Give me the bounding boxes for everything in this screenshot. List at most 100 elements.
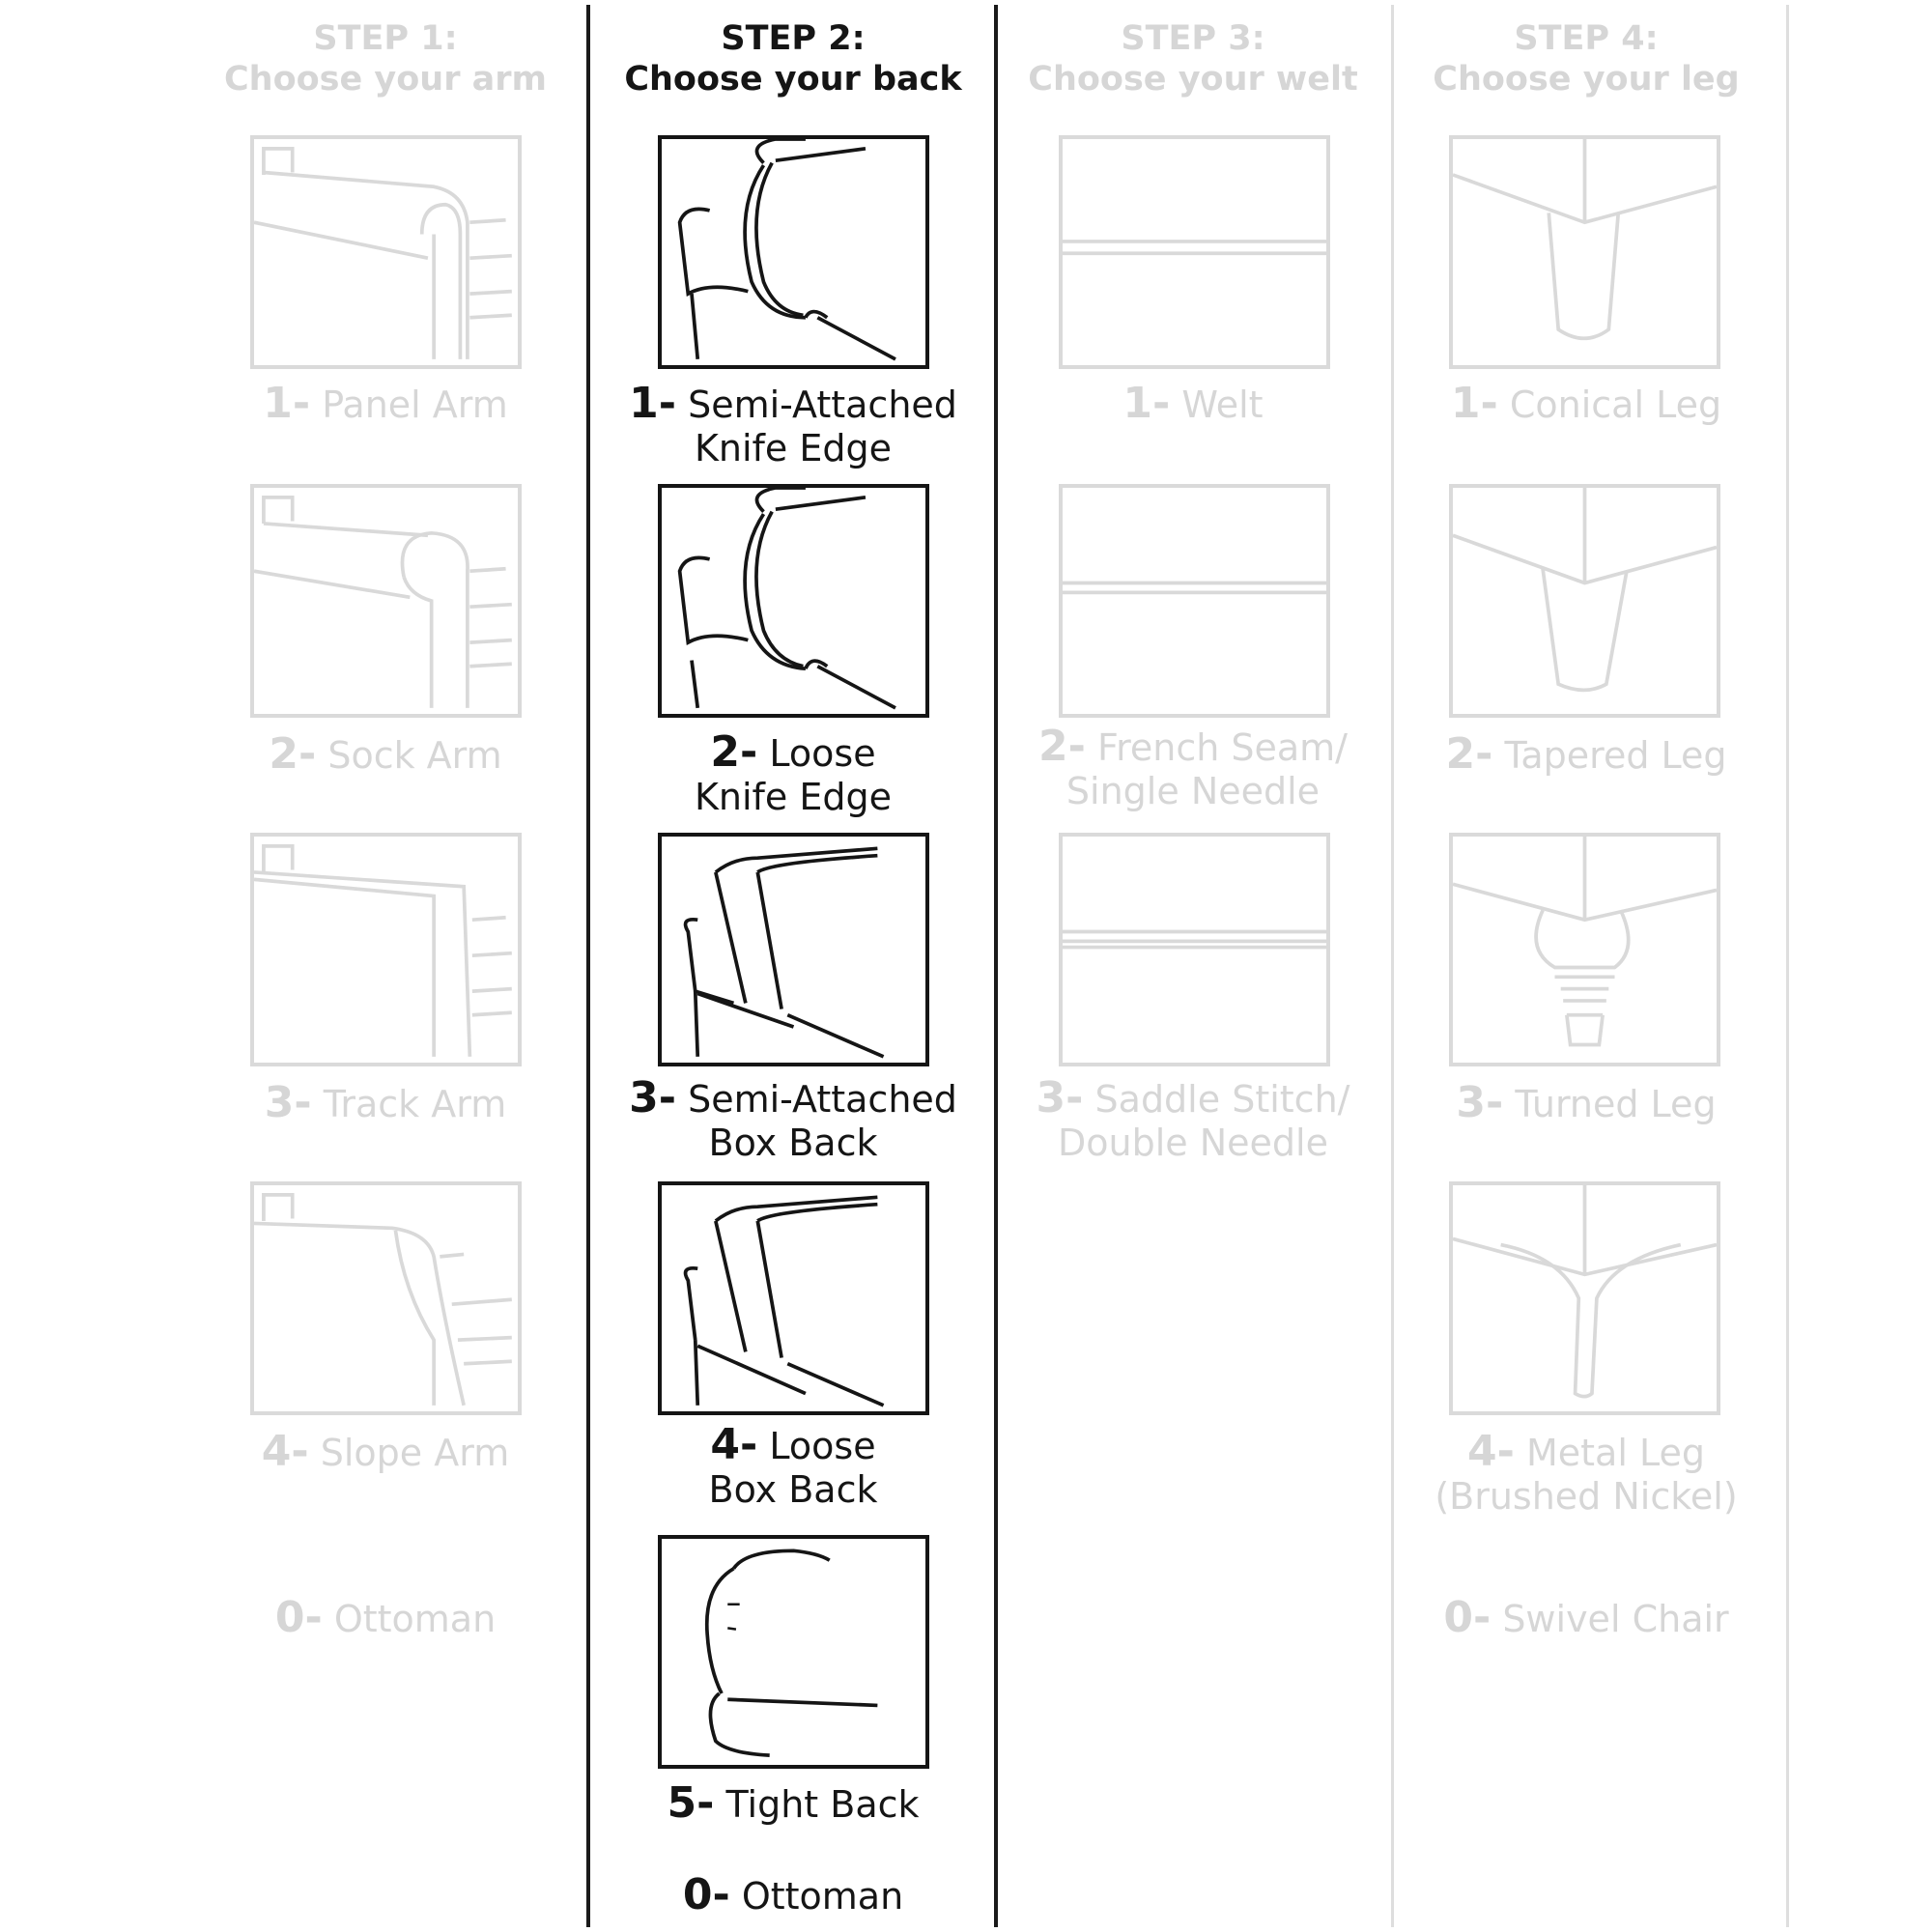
option-text: Knife Edge xyxy=(694,427,893,469)
option-text: Semi-Attached xyxy=(688,384,957,426)
option-text: Ottoman xyxy=(741,1875,904,1918)
loose-box-back-icon xyxy=(683,1195,885,1407)
conical-leg-icon xyxy=(1453,139,1717,341)
option-number: 2- xyxy=(1038,722,1086,771)
option-thumbnail-loose-knife-edge[interactable] xyxy=(658,484,929,718)
option-label-line: Box Back xyxy=(629,1122,957,1165)
option-label-line: 4- Slope Arm xyxy=(262,1430,509,1475)
option-number: 3- xyxy=(264,1078,312,1127)
option-number: 5- xyxy=(667,1778,715,1828)
option-number: 1- xyxy=(1122,379,1171,428)
metal-leg-icon xyxy=(1453,1185,1717,1399)
option-text: Metal Leg xyxy=(1525,1432,1705,1474)
option-thumbnail-sock-arm[interactable] xyxy=(250,484,522,718)
option-label-ottoman[interactable]: 0- Ottoman xyxy=(683,1873,903,1918)
option-label-line: 1- Conical Leg xyxy=(1451,382,1721,427)
option-number: 2- xyxy=(1445,729,1493,779)
option-thumbnail-panel-arm[interactable] xyxy=(250,135,522,369)
step-4-heading-line-1: STEP 4: xyxy=(1514,19,1659,58)
option-label-line: Knife Edge xyxy=(695,776,892,819)
option-label-line: 3- Track Arm xyxy=(265,1081,506,1126)
option-label-line: Double Needle xyxy=(1037,1122,1350,1165)
option-thumbnail-conical-leg[interactable] xyxy=(1449,135,1720,369)
option-text: Single Needle xyxy=(1065,770,1321,812)
option-number: 4- xyxy=(261,1427,309,1476)
option-text: Box Back xyxy=(708,1468,878,1511)
option-label-line: 4- Loose xyxy=(709,1423,878,1468)
option-thumbnail-metal-leg-brushed-nickel[interactable] xyxy=(1449,1181,1720,1415)
slope-arm-icon xyxy=(254,1193,512,1406)
option-label-line: 1- Semi-Attached xyxy=(629,382,957,427)
option-text: Box Back xyxy=(708,1122,878,1164)
option-thumbnail-semi-attached-box-back[interactable] xyxy=(658,833,929,1066)
option-label-sock-arm[interactable]: 2- Sock Arm xyxy=(269,732,501,778)
option-text: Tight Back xyxy=(725,1783,920,1826)
semi-attached-knife-edge-icon xyxy=(677,139,896,361)
option-text: Slope Arm xyxy=(320,1432,510,1474)
option-text: Loose xyxy=(769,732,876,775)
option-label-line: 3- Turned Leg xyxy=(1456,1081,1716,1126)
option-number: 0- xyxy=(682,1870,730,1919)
option-text: Saddle Stitch/ xyxy=(1094,1078,1350,1121)
option-thumbnail-loose-box-back[interactable] xyxy=(658,1181,929,1415)
option-label-ottoman[interactable]: 0- Ottoman xyxy=(275,1596,496,1641)
option-number: 2- xyxy=(269,729,317,779)
step-4-heading: STEP 4:Choose your leg xyxy=(1433,18,1739,99)
option-thumbnail-french-seam-single-needle[interactable] xyxy=(1059,484,1330,718)
loose-knife-edge-icon xyxy=(677,488,896,710)
column-divider-3 xyxy=(1391,5,1394,1927)
option-text: Swivel Chair xyxy=(1502,1598,1729,1640)
french-seam-icon xyxy=(1063,581,1326,595)
column-divider-1 xyxy=(586,5,590,1927)
option-number: 3- xyxy=(1036,1073,1084,1122)
option-label-swivel-chair[interactable]: 0- Swivel Chair xyxy=(1443,1596,1728,1641)
option-number: 3- xyxy=(629,1073,676,1122)
option-label-line: 0- Ottoman xyxy=(683,1873,903,1918)
tapered-leg-icon xyxy=(1453,488,1717,693)
option-label-line: Single Needle xyxy=(1038,770,1348,813)
option-label-track-arm[interactable]: 3- Track Arm xyxy=(265,1081,506,1126)
option-label-line: 3- Saddle Stitch/ xyxy=(1037,1076,1350,1122)
option-label-conical-leg[interactable]: 1- Conical Leg xyxy=(1451,382,1721,427)
tight-back-icon xyxy=(704,1548,878,1757)
option-label-tight-back[interactable]: 5- Tight Back xyxy=(667,1781,919,1827)
option-thumbnail-semi-attached-knife-edge[interactable] xyxy=(658,135,929,369)
option-thumbnail-tight-back[interactable] xyxy=(658,1535,929,1769)
option-number: 0- xyxy=(1443,1593,1492,1642)
option-label-turned-leg[interactable]: 3- Turned Leg xyxy=(1456,1081,1716,1126)
option-label-panel-arm[interactable]: 1- Panel Arm xyxy=(263,382,508,427)
option-label-welt[interactable]: 1- Welt xyxy=(1122,382,1263,427)
option-thumbnail-welt[interactable] xyxy=(1059,135,1330,369)
option-label-line: Knife Edge xyxy=(629,427,957,470)
option-label-tapered-leg[interactable]: 2- Tapered Leg xyxy=(1445,732,1726,778)
option-text: Loose xyxy=(769,1425,876,1467)
step-3-heading-line-1: STEP 3: xyxy=(1121,19,1265,58)
turned-leg-icon xyxy=(1453,837,1717,1047)
option-label-french-seam-single-needle[interactable]: 2- French Seam/Single Needle xyxy=(1038,724,1348,813)
option-label-saddle-stitch-double-needle[interactable]: 3- Saddle Stitch/Double Needle xyxy=(1037,1076,1350,1165)
option-label-line: 5- Tight Back xyxy=(667,1781,919,1827)
option-number: 1- xyxy=(263,379,311,428)
step-2-heading-line-1: STEP 2: xyxy=(721,19,866,58)
column-divider-4 xyxy=(1786,5,1789,1927)
option-label-metal-leg-brushed-nickel[interactable]: 4- Metal Leg(Brushed Nickel) xyxy=(1435,1430,1737,1519)
option-number: 3- xyxy=(1456,1078,1504,1127)
option-thumbnail-tapered-leg[interactable] xyxy=(1449,484,1720,718)
step-1-heading-line-1: STEP 1: xyxy=(313,19,458,58)
option-label-line: 2- French Seam/ xyxy=(1038,724,1348,770)
option-label-slope-arm[interactable]: 4- Slope Arm xyxy=(262,1430,509,1475)
option-number: 1- xyxy=(1450,379,1498,428)
option-thumbnail-turned-leg[interactable] xyxy=(1449,833,1720,1066)
option-text: Welt xyxy=(1181,384,1264,426)
option-text: Ottoman xyxy=(333,1598,497,1640)
option-thumbnail-saddle-stitch-double-needle[interactable] xyxy=(1059,833,1330,1066)
option-thumbnail-track-arm[interactable] xyxy=(250,833,522,1066)
option-text: Panel Arm xyxy=(322,384,508,426)
option-thumbnail-slope-arm[interactable] xyxy=(250,1181,522,1415)
option-number: 2- xyxy=(710,727,758,777)
option-text: Track Arm xyxy=(323,1083,507,1125)
